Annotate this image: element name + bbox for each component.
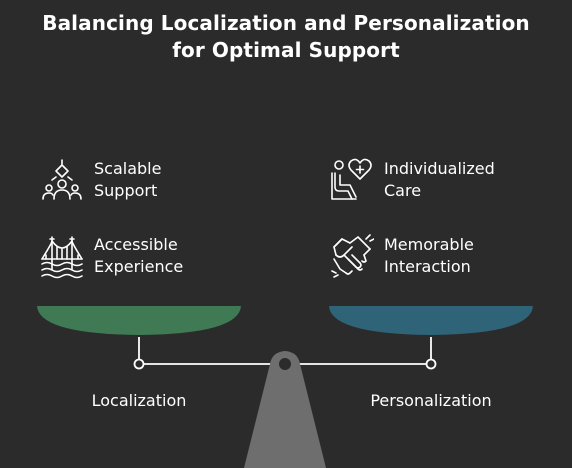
item-label: Memorable Interaction bbox=[384, 235, 474, 276]
right-pan bbox=[329, 306, 533, 335]
item-label: Individualized Care bbox=[384, 159, 495, 200]
item-label: Accessible Experience bbox=[94, 235, 184, 276]
handshake-icon bbox=[330, 233, 374, 281]
fulcrum-pin bbox=[279, 358, 291, 370]
diagram-title: Balancing Localization and Personalizati… bbox=[0, 10, 572, 64]
left-pivot bbox=[133, 358, 145, 370]
fulcrum bbox=[244, 351, 326, 468]
item-memorable-interaction: Memorable Interaction bbox=[330, 233, 474, 281]
left-pan bbox=[37, 306, 241, 335]
title-line-1: Balancing Localization and Personalizati… bbox=[42, 11, 530, 35]
item-label: Scalable Support bbox=[94, 159, 162, 200]
scalable-support-icon bbox=[40, 157, 84, 205]
right-pivot bbox=[425, 358, 437, 370]
bridge-icon bbox=[40, 233, 84, 281]
title-line-2: for Optimal Support bbox=[172, 38, 400, 62]
item-scalable-support: Scalable Support bbox=[40, 157, 161, 205]
personalization-label: Personalization bbox=[370, 391, 492, 410]
localization-label: Localization bbox=[91, 391, 187, 410]
item-accessible-experience: Accessible Experience bbox=[40, 233, 183, 281]
item-individualized-care: Individualized Care bbox=[330, 157, 495, 205]
person-heart-icon bbox=[330, 157, 374, 205]
